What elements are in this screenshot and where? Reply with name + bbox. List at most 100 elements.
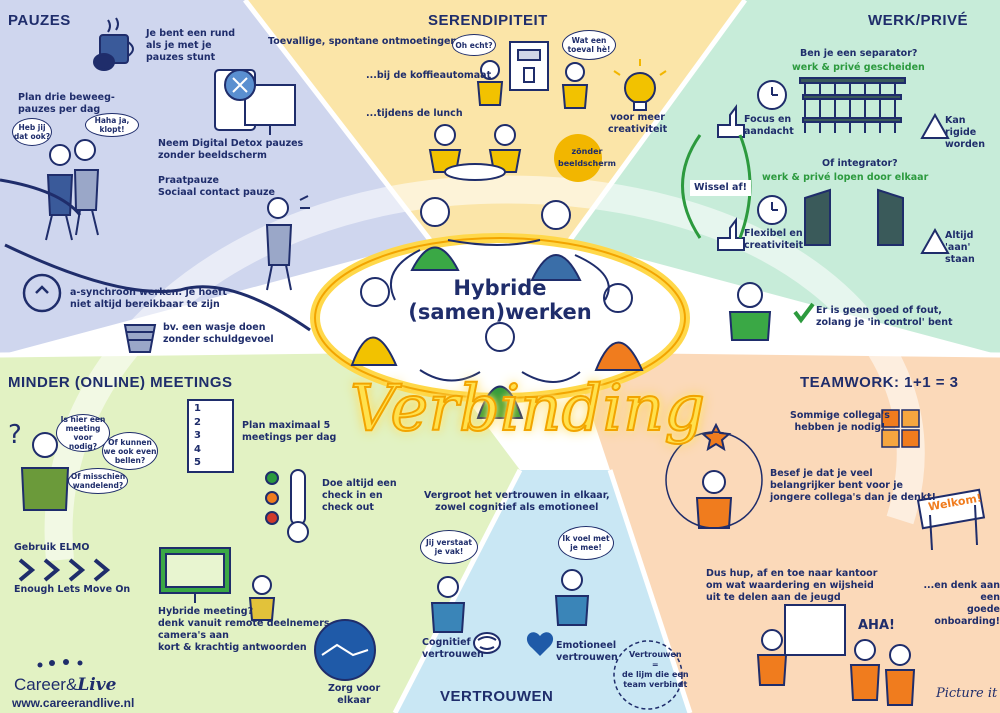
vertrouwen-bubble-2: Ik voel met je mee! [558,526,614,560]
brain-icon [473,632,501,654]
no-screen-icon [554,134,602,182]
coffee-machine-icon [509,41,549,91]
pauzes-bubble-1: Heb jij dat ook? [12,118,52,146]
panel-vertrouwen [395,470,690,713]
werkprive-integrator-question: Of integrator? [822,158,898,169]
video-call-icon [159,547,276,621]
coffee-mug-icon [93,17,134,71]
vertrouwen-lijm-text: Vertrouwen = de lijm die een team verbin… [622,650,689,689]
pauzes-praat-text: Praatpauze Sociaal contact pauze [158,175,275,198]
walking-people-icon [45,139,100,241]
logo-dots [37,659,83,668]
cycle-arrow-icon [681,134,702,239]
heading-serendipiteit: SERENDIPITEIT [428,12,548,29]
walking-path [4,243,311,332]
welcome-sign-icon [916,488,986,551]
person-checkmark-icon [728,282,815,341]
pauzes-bubble-2: Haha ja, klopt! [85,113,139,137]
werkprive-wissel-text: Wissel af! [690,180,751,196]
panel-werkprive [570,0,1000,355]
serendipiteit-lunch-text: ...tijdens de lunch [366,108,463,119]
pauzes-plan-text: Plan drie beweeg- pauzes per dag [18,92,115,115]
serendipiteit-creativiteit-text: voor meer creativiteit [608,112,668,135]
meetings-bubble-1: Is hier een meeting voor nodig? [56,414,110,452]
pauzes-async-text: a-synchroon werken: je hoeft niet altijd… [70,287,227,310]
werkprive-rigide-text: Kan rigide worden [945,115,985,150]
brand-url: www.careerandlive.nl [12,696,135,710]
meetings-hybride-text: Hybride meeting? denk vanuit remote deel… [158,606,330,653]
people-circle [350,197,644,419]
puzzle-icon [881,409,920,448]
teamwork-besef-text: Besef je dat je veel belangrijker bent v… [770,468,936,503]
async-circle-icon [22,273,62,313]
brand-live: Live [77,675,117,695]
checklist-icon [187,399,234,473]
panel-pauzes [0,0,430,355]
checklist-item: 5 [194,457,201,468]
teamwork-onboarding-text: ...en denk aan een goede onboarding! [923,580,1000,627]
handshake-icon [314,619,376,681]
werkprive-separator-answer: werk & privé gescheiden [792,62,925,73]
coffee-meeting-people-icon [476,60,589,109]
pauzes-wasje-text: bv. een wasje doen zonder schuldgevoel [163,322,274,345]
vertrouwen-cognitief-text: Cognitief vertrouwen [422,637,484,660]
serendipiteit-toevallig-text: Toevallige, spontane ontmoetingen... [268,36,469,47]
checklist-item: 4 [194,443,201,455]
checklist-item: 3 [194,430,201,441]
panel-serendipiteit [245,0,745,240]
vertrouwen-vergroot-text: Vergroot het vertrouwen in elkaar, zowel… [424,490,610,513]
lunch-table-icon [428,124,522,181]
brand-logo: Career&Live [14,675,116,695]
no-devices-icon [214,69,296,135]
warning-icon [920,112,950,254]
werkprive-focus-text: Focus en aandacht [744,114,794,137]
walking-person-icon [265,195,310,291]
brand-ampersand: & [65,675,78,694]
swirl-decoration [44,175,925,562]
vertrouwen-emotioneel-text: Emotioneel vertrouwen [556,640,618,663]
meetings-checkin-text: Doe altijd een check in en check out [322,478,397,513]
checklist-item: 1 [194,403,201,414]
werkprive-altijd-text: Altijd 'aan' staan [945,230,975,265]
werkprive-goed-text: Er is geen goed of fout, zolang je 'in c… [816,305,953,328]
meetings-plan-text: Plan maximaal 5 meetings per dag [242,420,337,443]
teamwork-sommige-text: Sommige collega's hebben je nodig! [790,410,890,433]
heading-vertrouwen: VERTROUWEN [440,688,554,705]
checklist-item: 2 [194,416,201,428]
meetings-bubble-2: Of kunnen we ook even bellen? [102,432,158,470]
laundry-basket-icon [123,324,157,353]
heading-werkprive: WERK/PRIVÉ [868,12,969,29]
serendipiteit-bubble-2: Wat een toeval hè! [562,30,616,60]
serendipiteit-bubble-1: Oh echt? [452,34,496,56]
center-title: Verbinding [349,371,706,447]
meetings-elmo-full-text: Enough Lets Move On [14,584,131,595]
serendipiteit-zonder-text: zönder beeldscherm [558,147,616,168]
star-person-icon [665,422,763,529]
heart-icon [526,632,554,656]
office-people-icon [756,604,916,706]
artist-signature: Picture it [936,686,998,701]
werkprive-flexibel-text: Flexibel en creativiteit [744,228,804,251]
werkprive-integrator-answer: werk & privé lopen door elkaar [762,172,929,183]
meetings-checklist: 1 2 3 4 5 [194,402,201,470]
trust-people-icon [430,569,590,633]
elmo-arrows-icon [18,558,111,582]
thumbs-up-icon [717,104,745,251]
vertrouwen-bubble-1: Jij verstaat je vak! [420,530,478,564]
lightbulb-brain-icon [613,59,667,111]
meetings-elmo-text: Gebruik ELMO [14,542,90,553]
gates-open-icon [804,188,904,246]
clock-icon [757,80,787,225]
brand-career: Career [14,675,66,694]
pauzes-stunt-text: Je bent een rund als je met je pauzes st… [146,28,236,63]
heading-meetings: MINDER (ONLINE) MEETINGS [8,374,233,391]
heading-pauzes: PAUZES [8,12,71,29]
question-mark-icon: ? [8,420,22,450]
glue-circle [613,640,683,710]
meetings-bubble-3: Of misschien wandelend? [68,468,128,494]
vertrouwen-zorg-text: Zorg voor elkaar [328,683,381,706]
gates-closed-icon [799,77,906,133]
heading-teamwork: TEAMWORK: 1+1 = 3 [800,374,959,391]
thermometer-icon [265,469,309,543]
